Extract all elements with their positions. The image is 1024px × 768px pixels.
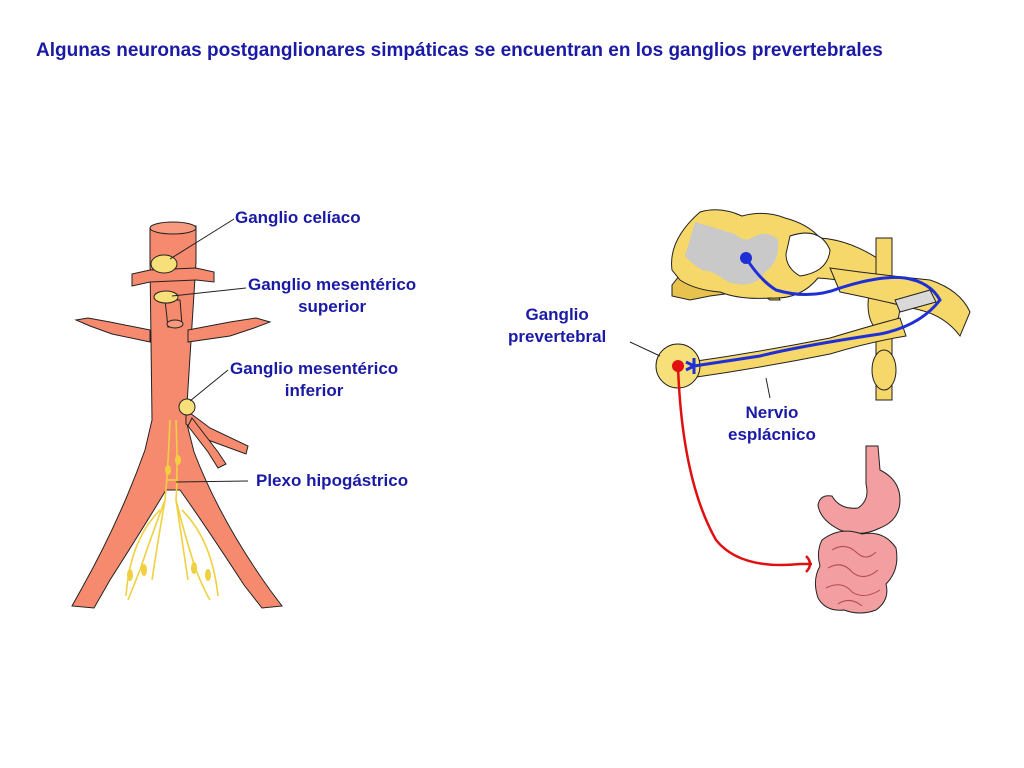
preganglionic-fiber bbox=[685, 257, 942, 374]
label-ganglio-celiaco: Ganglio celíaco bbox=[235, 208, 361, 227]
intestine bbox=[814, 445, 901, 614]
label-mes-sup-line1: Ganglio mesentérico bbox=[248, 275, 417, 294]
label-plexo-hipogastrico: Plexo hipogástrico bbox=[256, 471, 409, 490]
ganglio-mesenterico-superior-shape bbox=[153, 290, 179, 304]
label-mes-sup-line2: superior bbox=[298, 297, 367, 316]
label-ganglio-prevertebral: Ganglio prevertebral bbox=[508, 304, 606, 348]
postganglionic-fiber bbox=[676, 365, 812, 573]
label-nervio-line2: esplácnico bbox=[728, 425, 816, 444]
label-mes-inf-line1: Ganglio mesentérico bbox=[230, 359, 399, 378]
label-ganglio-mesenterico-inferior: Ganglio mesentérico inferior bbox=[230, 358, 398, 402]
leader-lines-left bbox=[169, 218, 249, 483]
aorta bbox=[71, 221, 283, 609]
leader-lines-right bbox=[629, 341, 771, 399]
label-ganglio-mesenterico-superior: Ganglio mesentérico superior bbox=[248, 274, 416, 318]
page-title: Algunas neuronas postganglionares simpát… bbox=[36, 40, 883, 61]
ganglio-celiaco-shape bbox=[150, 254, 178, 274]
label-prevert-line2: prevertebral bbox=[508, 327, 607, 346]
intestine-coils bbox=[825, 546, 881, 607]
postganglionic-soma bbox=[672, 360, 684, 372]
label-nervio-esplacnico: Nervio esplácnico bbox=[728, 402, 816, 446]
plexo-nodes bbox=[127, 455, 211, 581]
label-nervio-line1: Nervio bbox=[745, 403, 799, 422]
label-mes-inf-line2: inferior bbox=[284, 381, 344, 400]
preganglionic-soma bbox=[740, 252, 752, 264]
ganglio-mesenterico-inferior-shape bbox=[178, 398, 196, 416]
label-prevert-line1: Ganglio bbox=[525, 305, 589, 324]
